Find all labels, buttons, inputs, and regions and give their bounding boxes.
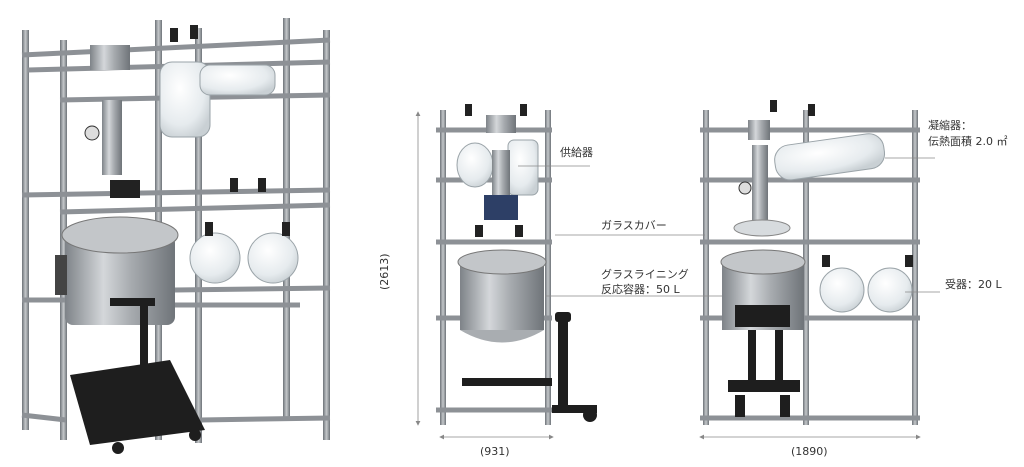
label-condenser-line2: 伝熱面積 2.0 ㎡ — [928, 135, 1008, 148]
label-reactor-line1: グラスライニング — [601, 268, 689, 281]
dimension-front-width: (931) — [480, 445, 510, 458]
side-view — [700, 100, 920, 425]
label-reactor-line2: 反応容器：50 L — [601, 283, 680, 296]
label-feeder: 供給器 — [560, 146, 593, 159]
dimension-height: (2613) — [378, 253, 391, 290]
iso-cart — [70, 298, 205, 454]
dimension-side-width: (1890) — [791, 445, 828, 458]
label-glass-cover: ガラスカバー — [601, 219, 667, 232]
label-receiver: 受器：20 L — [945, 278, 1002, 291]
label-condenser-line1: 凝縮器： — [928, 119, 972, 132]
front-view — [436, 104, 597, 425]
leader-lines — [518, 157, 940, 297]
isometric-view — [21, 18, 331, 454]
dimension-lines — [415, 111, 921, 440]
